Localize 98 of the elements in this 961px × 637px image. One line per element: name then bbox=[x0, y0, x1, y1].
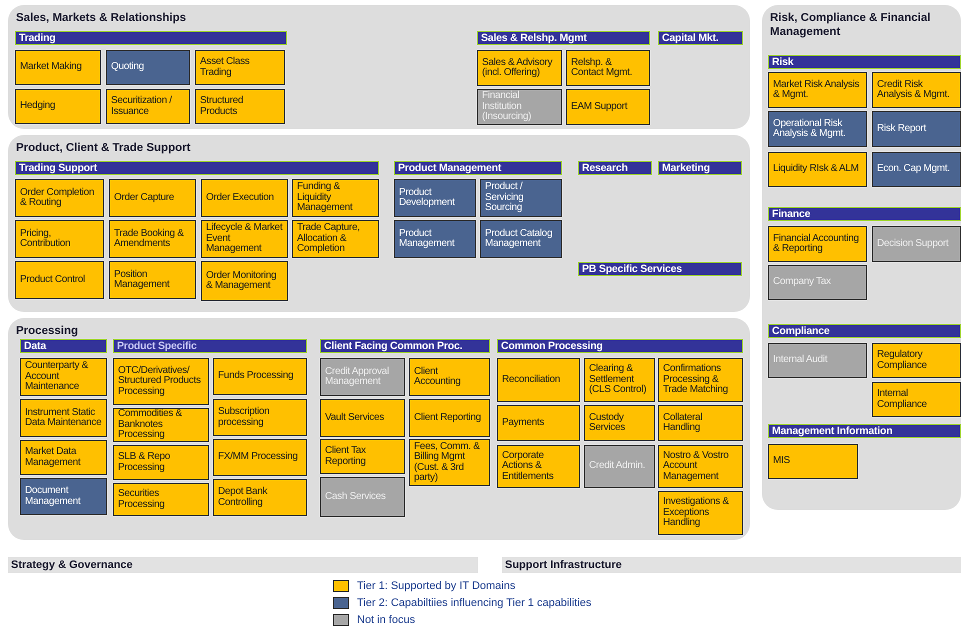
capability-box: Order Monitoring & Management bbox=[201, 261, 288, 301]
capability-box: Counterparty & Account Maintenance bbox=[20, 358, 107, 396]
capability-box: Relshp. & Contact Mgmt. bbox=[566, 50, 650, 86]
capability-box: Securities Processing bbox=[113, 483, 209, 516]
capability-box: Securitization / Issuance bbox=[106, 89, 190, 124]
capability-box: Internal Compliance bbox=[872, 382, 961, 417]
capability-box: Trade Capture, Allocation & Completion bbox=[292, 220, 379, 258]
group-header: Product Management bbox=[394, 161, 562, 175]
capability-box: Order Capture bbox=[109, 179, 196, 217]
group-header: Research bbox=[578, 161, 652, 175]
capability-box: Market Risk Analysis & Mgmt. bbox=[768, 72, 867, 108]
capability-box: Vault Services bbox=[320, 399, 405, 437]
capability-box: Product / Servicing Sourcing bbox=[480, 179, 562, 217]
capability-box: Quoting bbox=[106, 50, 190, 85]
capability-box: Commodities & Banknotes Processing bbox=[113, 408, 209, 442]
capability-box: Decision Support bbox=[872, 226, 961, 262]
capability-box: Econ. Cap Mgmt. bbox=[872, 152, 961, 187]
capability-box: Confirmations Processing & Trade Matching bbox=[658, 358, 743, 402]
capability-box: Client Reporting bbox=[409, 399, 490, 437]
group-header: Product Specific bbox=[113, 339, 307, 353]
capability-box: Instrument Static Data Maintenance bbox=[20, 399, 107, 437]
capability-box: Regulatory Compliance bbox=[872, 343, 961, 378]
capability-box: Funds Processing bbox=[213, 358, 307, 395]
capability-box: SLB & Repo Processing bbox=[113, 445, 209, 480]
capability-box: Corporate Actions & Entitlements bbox=[497, 445, 580, 488]
capability-box: Client Accounting bbox=[409, 358, 490, 396]
domain-panel bbox=[762, 5, 961, 510]
panel-title: Risk, Compliance & Financial Management bbox=[770, 11, 932, 40]
group-header: Sales & Relshp. Mgmt bbox=[477, 31, 650, 45]
domain-band bbox=[8, 557, 478, 573]
panel-title: Sales, Markets & Relationships bbox=[16, 11, 186, 26]
capability-box: Product Catalog Management bbox=[480, 220, 562, 258]
domain-band bbox=[502, 557, 961, 573]
capability-box: Clearing & Settlement (CLS Control) bbox=[584, 358, 655, 402]
capability-box: Market Data Management bbox=[20, 440, 107, 475]
capability-box: Company Tax bbox=[768, 265, 867, 300]
legend-label: Tier 1: Supported by IT Domains bbox=[357, 580, 516, 592]
capability-box: Collateral Handling bbox=[658, 405, 743, 441]
band-title: Support Infrastructure bbox=[505, 559, 622, 571]
capability-box: Financial Institution (Insourcing) bbox=[477, 89, 562, 125]
capability-box: Subscription processing bbox=[213, 399, 307, 436]
group-header: Capital Mkt. bbox=[658, 31, 743, 45]
capability-box: Lifecycle & Market Event Management bbox=[201, 220, 288, 258]
panel-title: Product, Client & Trade Support bbox=[16, 141, 190, 156]
capability-box: Internal Audit bbox=[768, 343, 867, 378]
capability-box: Order Completion & Routing bbox=[15, 179, 104, 217]
capability-box: Trade Booking & Amendments bbox=[109, 220, 196, 258]
capability-box: Depot Bank Controlling bbox=[213, 479, 307, 516]
capability-box: Pricing, Contribution bbox=[15, 220, 104, 258]
domain-panel bbox=[8, 5, 750, 129]
group-header: Common Processing bbox=[497, 339, 743, 353]
group-header: Trading bbox=[15, 31, 287, 45]
capability-box: Market Making bbox=[15, 50, 101, 85]
capability-box: Asset Class Trading bbox=[195, 50, 285, 85]
group-header: Management Information bbox=[768, 424, 961, 438]
group-header: Marketing bbox=[658, 161, 742, 175]
domain-panel bbox=[8, 135, 750, 312]
capability-box: Financial Accounting & Reporting bbox=[768, 226, 867, 262]
group-header: Data bbox=[20, 339, 107, 353]
capability-box: Investigations & Exceptions Handling bbox=[658, 491, 743, 535]
group-header: Trading Support bbox=[15, 161, 379, 175]
capability-box: Risk Report bbox=[872, 111, 961, 147]
capability-box: Cash Services bbox=[320, 477, 405, 517]
capability-box: OTC/Derivatives/ Structured Products Processing bbox=[113, 358, 209, 405]
group-header: Compliance bbox=[768, 324, 961, 338]
capability-box: Credit Risk Analysis & Mgmt. bbox=[872, 72, 961, 108]
capability-box: Custody Services bbox=[584, 405, 655, 441]
group-header: Client Facing Common Proc. bbox=[320, 339, 490, 353]
capability-box: Product Management bbox=[394, 220, 476, 258]
panel-title: Processing bbox=[16, 324, 78, 338]
capability-box: Document Management bbox=[20, 478, 107, 515]
capability-box: Sales & Advisory (incl. Offering) bbox=[477, 50, 562, 86]
capability-box: Product Development bbox=[394, 179, 476, 217]
capability-box: Client Tax Reporting bbox=[320, 439, 405, 474]
capability-box: Structured Products bbox=[195, 89, 285, 124]
capability-box: Credit Admin. bbox=[584, 445, 655, 488]
capability-box: Credit Approval Management bbox=[320, 358, 405, 396]
group-header: PB Specific Services bbox=[578, 262, 742, 276]
group-header: Finance bbox=[768, 207, 961, 221]
legend-label: Tier 2: Capabiltiies influencing Tier 1 capabilities bbox=[357, 597, 592, 609]
capability-box: Nostro & Vostro Account Management bbox=[658, 445, 743, 488]
capability-box: Reconciliation bbox=[497, 358, 580, 402]
capability-box: Product Control bbox=[15, 261, 104, 299]
band-title: Strategy & Governance bbox=[11, 559, 133, 571]
capability-box: Operational Risk Analysis & Mgmt. bbox=[768, 111, 867, 147]
capability-box: Order Execution bbox=[201, 179, 288, 217]
legend-label: Not in focus bbox=[357, 614, 416, 626]
capability-box: Position Management bbox=[109, 261, 196, 299]
capability-box: Liquidity RIsk & ALM bbox=[768, 152, 867, 187]
capability-box: MIS bbox=[768, 444, 858, 479]
capability-box: Funding & Liquidity Management bbox=[292, 179, 379, 217]
capability-box: Hedging bbox=[15, 89, 101, 124]
group-header: Risk bbox=[768, 55, 961, 69]
capability-box: FX/MM Processing bbox=[213, 439, 307, 476]
capability-box: Fees, Comm. & Billing Mgmt (Cust. & 3rd party) bbox=[409, 439, 490, 486]
capability-box: Payments bbox=[497, 405, 580, 441]
domain-panel bbox=[8, 318, 750, 540]
capability-box: EAM Support bbox=[566, 89, 650, 125]
